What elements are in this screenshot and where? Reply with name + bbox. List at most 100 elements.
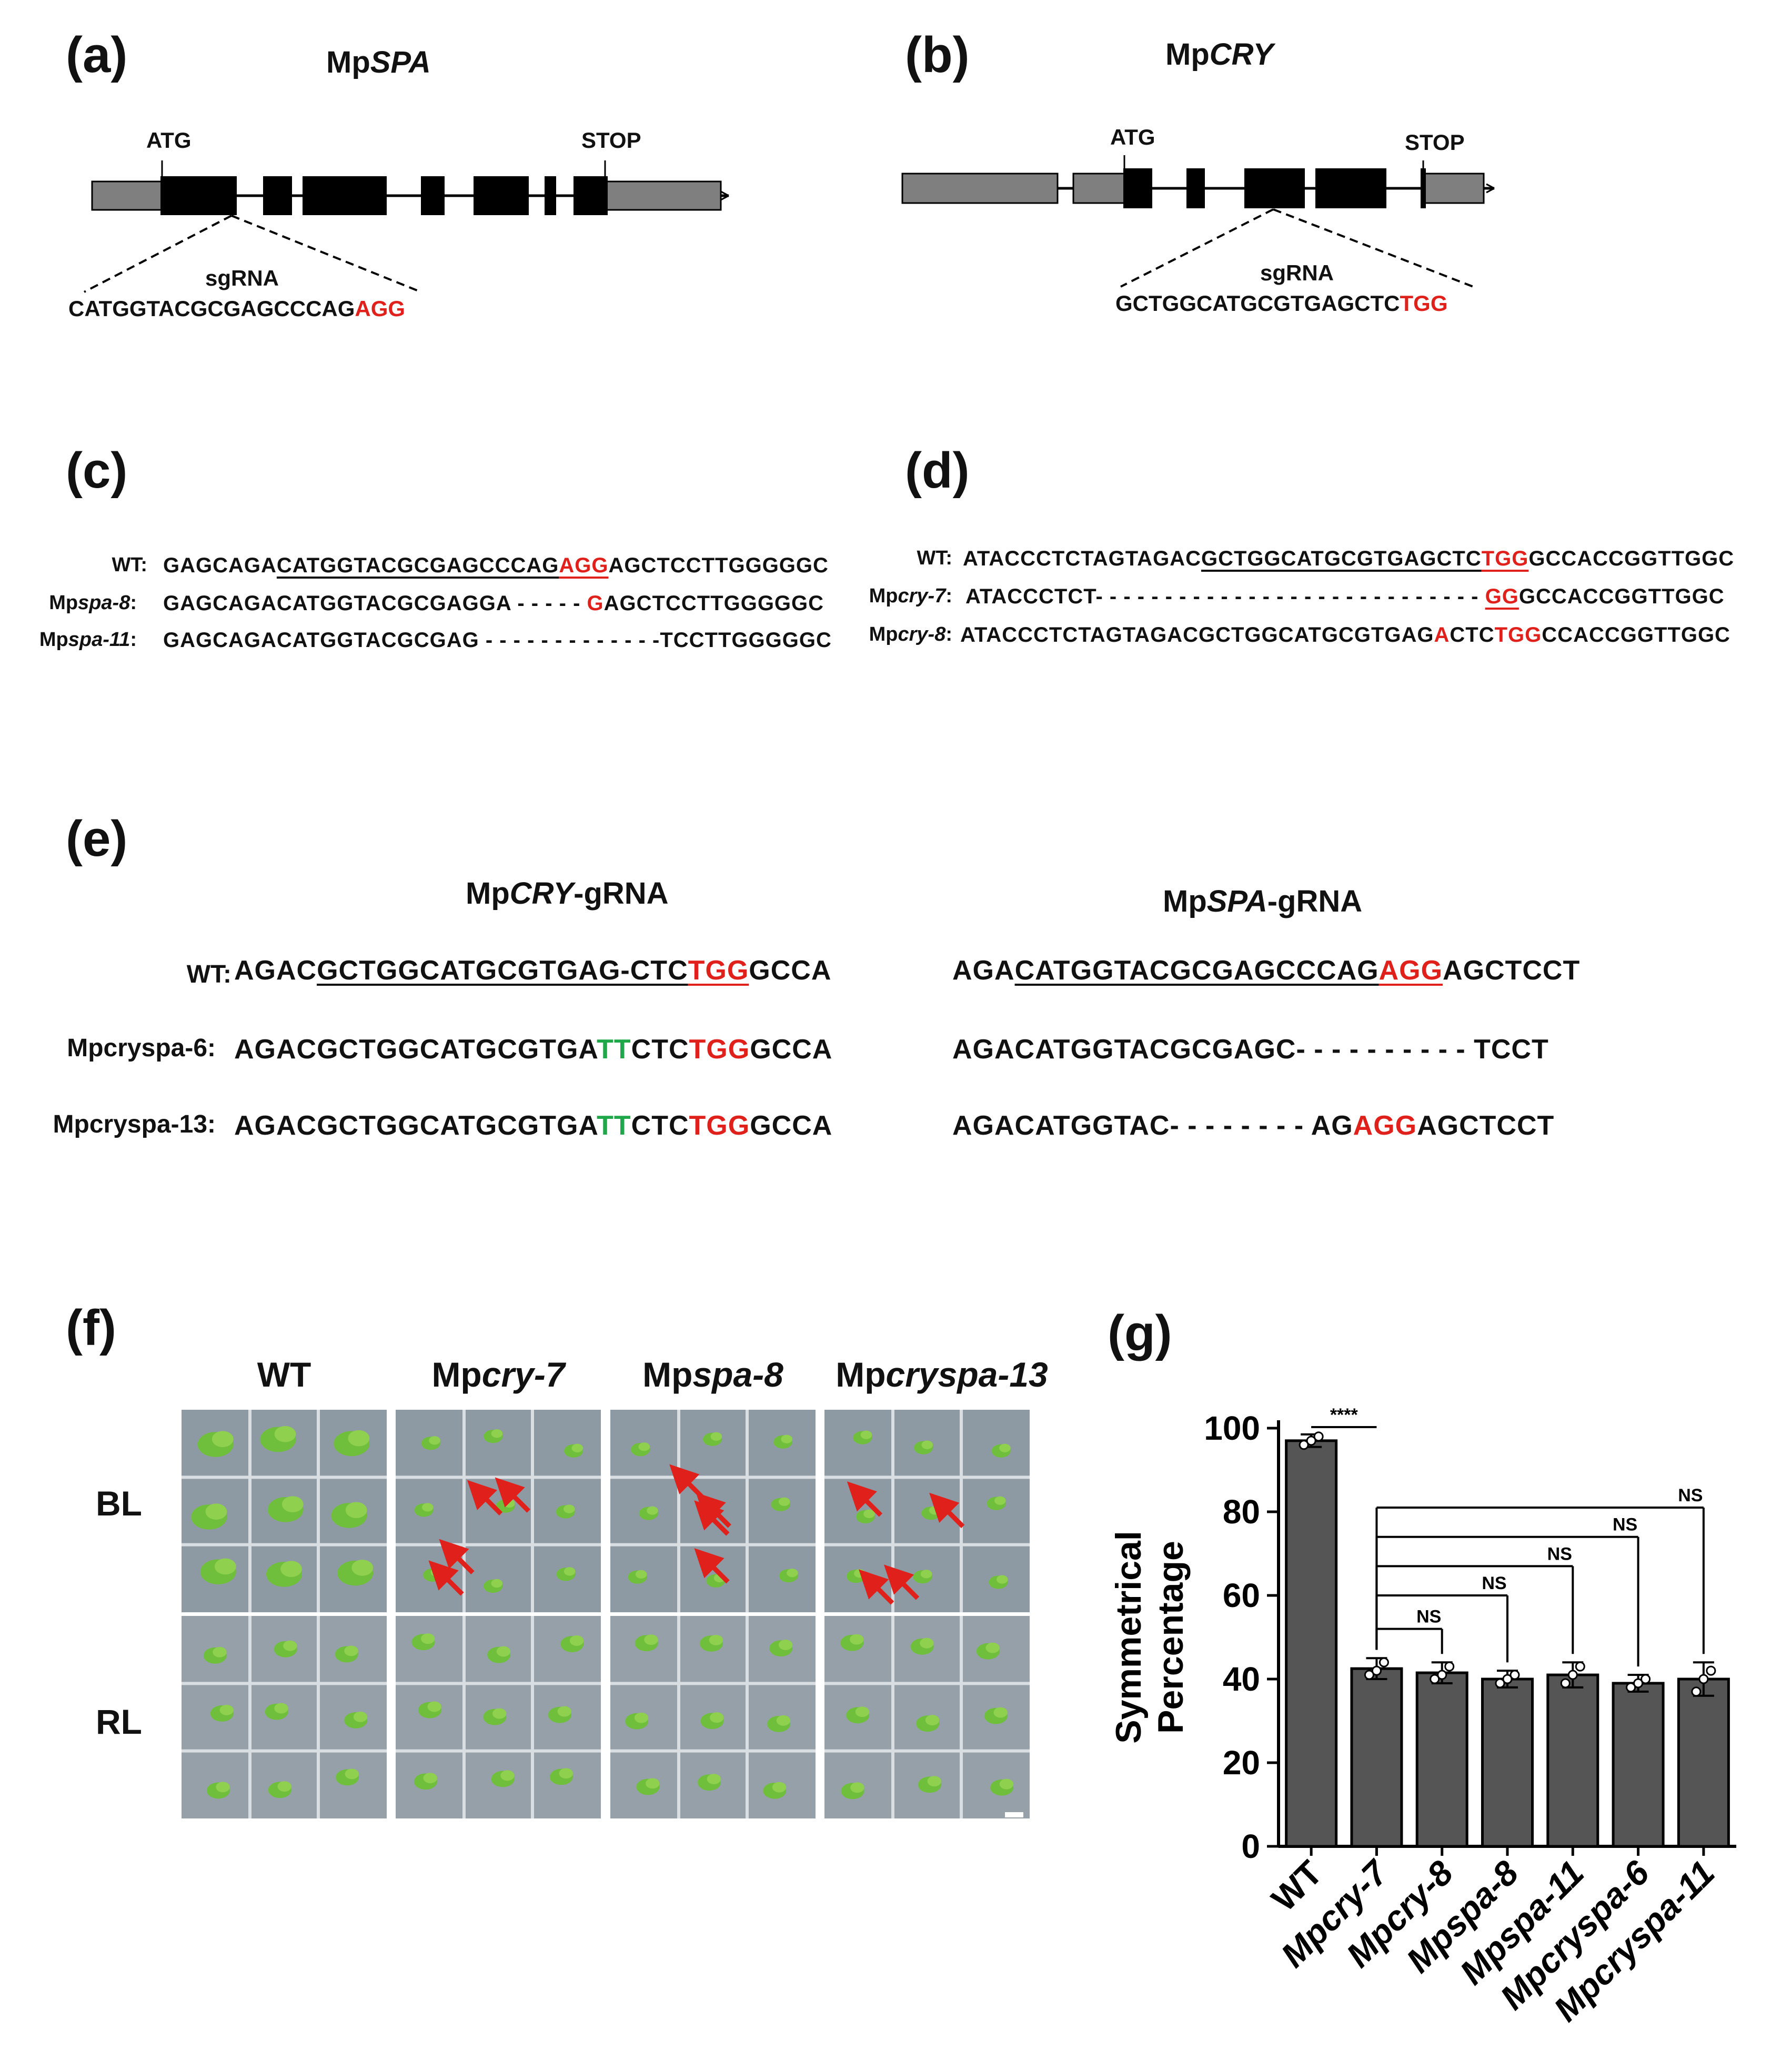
cry-5utr-2 xyxy=(1072,173,1127,204)
spa-3utr xyxy=(604,180,722,211)
panel-d-mpcry7-sequence: ATACCCTCT- - - - - - - - - - - - - - - -… xyxy=(965,585,1725,608)
data-point xyxy=(1691,1686,1702,1697)
bar-Mpspa-8 xyxy=(1481,1677,1534,1848)
panel-e-cry-grna-title: MpCRY-gRNA xyxy=(466,876,669,911)
panel-f-row-bl: BL xyxy=(96,1484,142,1523)
panel-g-label: (g) xyxy=(1108,1305,1172,1361)
panel-a-sgrna-label: sgRNA xyxy=(205,266,279,290)
spa-exon-4 xyxy=(421,176,445,215)
panel-f-col-mpcryspa13: Mpcryspa-13 xyxy=(836,1355,1048,1394)
panel-a-stop: STOP xyxy=(581,128,641,153)
data-point xyxy=(1567,1670,1578,1680)
significance-label: **** xyxy=(1330,1405,1359,1425)
panel-c-wt-label: WT: xyxy=(112,554,147,576)
data-point xyxy=(1706,1665,1716,1676)
y-tick-label: 80 xyxy=(1223,1493,1260,1531)
panel-e-spa-grna-title: MpSPA-gRNA xyxy=(1163,884,1363,918)
y-tick-label: 40 xyxy=(1223,1660,1260,1698)
y-axis-label-line1: Symmetrical xyxy=(1109,1531,1149,1743)
data-point xyxy=(1378,1657,1389,1667)
panel-d-wt-sequence: ATACCCTCTAGTAGACGCTGGCATGCGTGAGCTCTGGGCC… xyxy=(963,547,1735,570)
panel-a-atg: ATG xyxy=(146,128,192,153)
cry-sgrna-dash-left xyxy=(1120,208,1274,288)
data-point xyxy=(1437,1670,1447,1680)
y-tick-label: 20 xyxy=(1223,1744,1260,1782)
panel-d-label: (d) xyxy=(905,442,970,499)
spa-sgrna-dash-left xyxy=(84,215,232,293)
data-point xyxy=(1510,1670,1520,1680)
panel-c-mpspa8-label: Mpspa-8: xyxy=(49,592,137,614)
panel-b-stop: STOP xyxy=(1405,130,1465,155)
panel-a-label: (a) xyxy=(66,27,128,83)
panel-e-mpcryspa13-spa-sequence: AGACATGGTAC- - - - - - - - AGAGGAGCTCCT xyxy=(952,1110,1555,1141)
data-point xyxy=(1633,1678,1644,1689)
panel-b-label: (b) xyxy=(905,27,970,83)
panel-f-row-rl: RL xyxy=(96,1702,142,1741)
data-point xyxy=(1364,1670,1374,1680)
spa-exon-1 xyxy=(160,176,237,215)
cry-exon-1 xyxy=(1123,168,1152,208)
data-point xyxy=(1444,1661,1455,1672)
ns-label: NS xyxy=(1613,1515,1637,1535)
panel-c-mpspa11-label: Mpspa-11: xyxy=(39,629,137,651)
data-point xyxy=(1495,1678,1505,1689)
panel-e-label: (e) xyxy=(66,811,128,867)
panel-e-mpcryspa6-label: Mpcryspa-6: xyxy=(67,1034,216,1062)
panel-b-atg: ATG xyxy=(1110,125,1155,149)
y-tick-label: 100 xyxy=(1204,1409,1260,1447)
spa-gene-model xyxy=(84,160,729,293)
ns-label: NS xyxy=(1678,1485,1703,1505)
spa-sgrna-dash-right xyxy=(231,215,421,293)
spa-exon-6 xyxy=(545,176,556,215)
spa-5utr xyxy=(91,180,164,211)
ns-label: NS xyxy=(1547,1544,1572,1564)
spa-exon-7 xyxy=(573,176,608,215)
panel-c-label: (c) xyxy=(66,442,128,499)
data-point xyxy=(1575,1661,1585,1672)
cry-5utr-1 xyxy=(901,173,1059,204)
bar-Mpcryspa-6 xyxy=(1612,1682,1665,1848)
panel-b-gene-name: MpCRY xyxy=(1165,37,1274,72)
panel-c-mpspa8-sequence: GAGCAGACATGGTACGCGAGGA - - - - - GAGCTCC… xyxy=(163,592,824,615)
ns-label: NS xyxy=(1416,1607,1441,1627)
panel-e-mpcryspa6-spa-sequence: AGACATGGTACGCGAGC- - - - - - - - - - TCC… xyxy=(952,1034,1549,1065)
panel-f-col-wt: WT xyxy=(257,1355,311,1394)
data-point xyxy=(1371,1665,1382,1676)
cry-exon-5 xyxy=(1421,168,1426,208)
panel-d-mpcry8-sequence: ATACCCTCTAGTAGACGCTGGCATGCGTGAGACTCTGGCC… xyxy=(960,623,1730,646)
cry-sgrna-dash-right xyxy=(1273,208,1474,288)
spa-exon-5 xyxy=(474,176,529,215)
panel-b-sgrna-sequence: GCTGGCATGCGTGAGCTCTGG xyxy=(1115,291,1448,316)
panel-f-col-mpspa8: Mpspa-8 xyxy=(642,1355,783,1394)
data-point xyxy=(1560,1678,1571,1689)
spa-exon-2 xyxy=(263,176,292,215)
data-point xyxy=(1626,1682,1636,1693)
panel-c-wt-sequence: GAGCAGACATGGTACGCGAGCCCAGAGGAGCTCCTTGGGG… xyxy=(163,554,829,577)
data-point xyxy=(1430,1674,1440,1684)
gene-models xyxy=(84,155,1495,293)
data-point xyxy=(1641,1674,1651,1684)
bar-WT xyxy=(1285,1439,1338,1848)
bar-Mpcry-8 xyxy=(1415,1671,1468,1848)
panel-d-wt-label: WT: xyxy=(917,547,952,569)
panel-e-mpcryspa6-cry-sequence: AGACGCTGGCATGCGTGATTCTCTGGGCCA xyxy=(234,1034,833,1065)
data-point xyxy=(1698,1674,1709,1684)
y-tick-label: 0 xyxy=(1241,1827,1260,1865)
panel-c-mpspa11-sequence: GAGCAGACATGGTACGCGAG - - - - - - - - - -… xyxy=(163,629,832,652)
bar-Mpspa-11 xyxy=(1546,1673,1599,1848)
panel-f-label: (f) xyxy=(66,1300,116,1356)
panel-a-gene-name: MpSPA xyxy=(326,45,431,79)
cry-gene-model xyxy=(901,155,1495,288)
panel-d-mpcry8-label: Mpcry-8: xyxy=(869,623,952,645)
ns-label: NS xyxy=(1482,1573,1506,1593)
panel-e-wt-label: WT: xyxy=(186,961,232,988)
data-point xyxy=(1313,1431,1324,1442)
panel-d-mpcry7-label: Mpcry-7: xyxy=(869,585,952,607)
spa-exon-3 xyxy=(303,176,387,215)
data-point xyxy=(1306,1436,1316,1446)
panel-e-wt-spa-sequence: AGACATGGTACGCGAGCCCAGAGGAGCTCCT xyxy=(952,955,1581,986)
cry-exon-3 xyxy=(1244,168,1305,208)
y-axis-label-line2: Percentage xyxy=(1151,1541,1191,1734)
